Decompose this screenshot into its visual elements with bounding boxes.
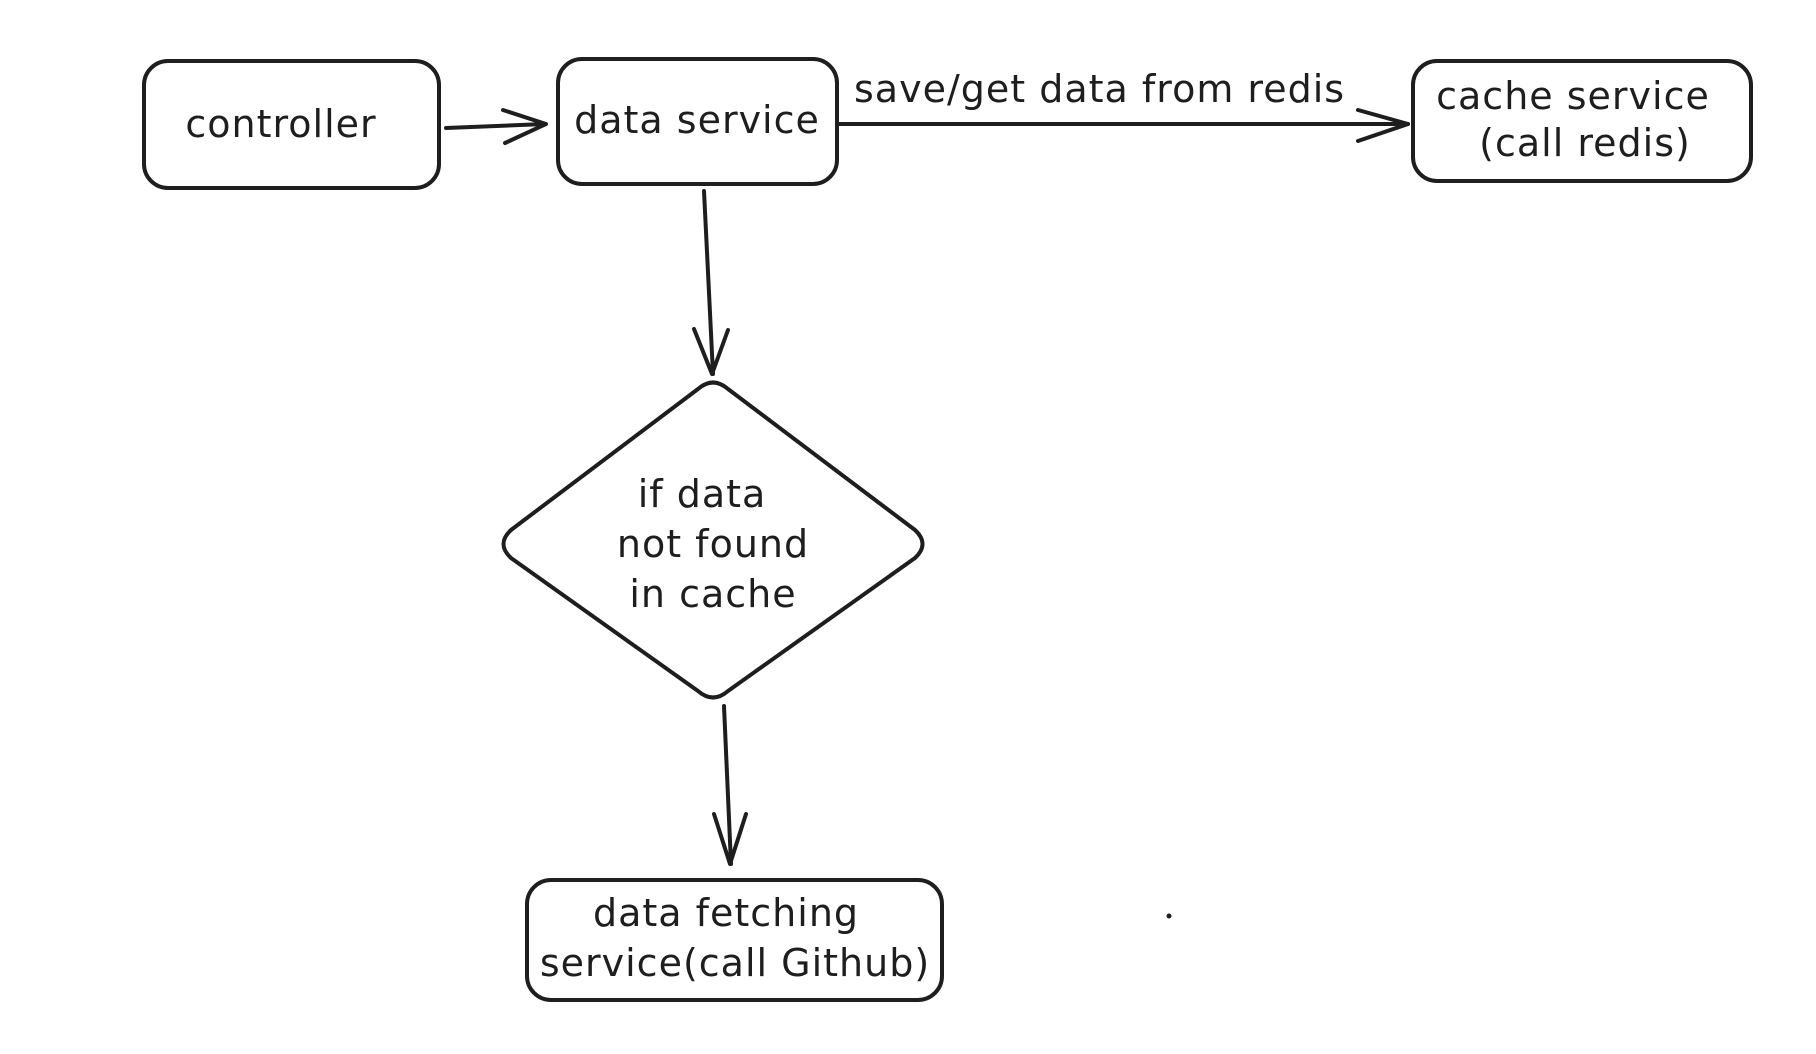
- arrow-decision-to-data-fetching: [712, 704, 748, 866]
- data-fetching-label-line2: service(call Github): [540, 941, 930, 985]
- arrow-head: [712, 812, 748, 866]
- arrow-controller-to-data-service: [444, 108, 548, 145]
- arrow-line: [702, 189, 715, 376]
- data-service-node[interactable]: data service: [556, 57, 839, 186]
- arrow-data-service-to-cache-service: save/get data from redis: [835, 67, 1410, 143]
- controller-node[interactable]: controller: [142, 59, 441, 190]
- cache-service-node[interactable]: cache service (call redis): [1411, 59, 1753, 183]
- arrow-head: [501, 108, 548, 145]
- data-service-box: [556, 57, 839, 186]
- controller-box: [142, 59, 441, 190]
- cache-service-label-line2: (call redis): [1479, 121, 1691, 165]
- data-fetching-service-box: [525, 878, 944, 1002]
- decision-diamond: [501, 380, 925, 700]
- data-fetching-label-line1: data fetching: [593, 891, 859, 935]
- stray-dot: [1166, 913, 1172, 919]
- controller-label: controller: [185, 102, 376, 146]
- data-fetching-service-node[interactable]: data fetching service(call Github): [525, 878, 944, 1002]
- cache-miss-decision-node[interactable]: if data not found in cache: [501, 380, 925, 700]
- arrow-data-service-to-decision: [692, 189, 730, 376]
- decision-label-line1: if data: [638, 472, 767, 516]
- cache-service-label-line1: cache service: [1436, 74, 1710, 118]
- arrow-head: [1356, 108, 1410, 143]
- arrow-line: [722, 704, 733, 866]
- edge-label-save-get: save/get data from redis: [854, 67, 1345, 111]
- data-service-label: data service: [574, 98, 820, 142]
- decision-label-line3: in cache: [629, 572, 796, 616]
- decision-label-line2: not found: [617, 522, 809, 566]
- arrow-line: [444, 122, 547, 130]
- cache-service-box: [1411, 59, 1753, 183]
- arrow-head: [692, 327, 730, 376]
